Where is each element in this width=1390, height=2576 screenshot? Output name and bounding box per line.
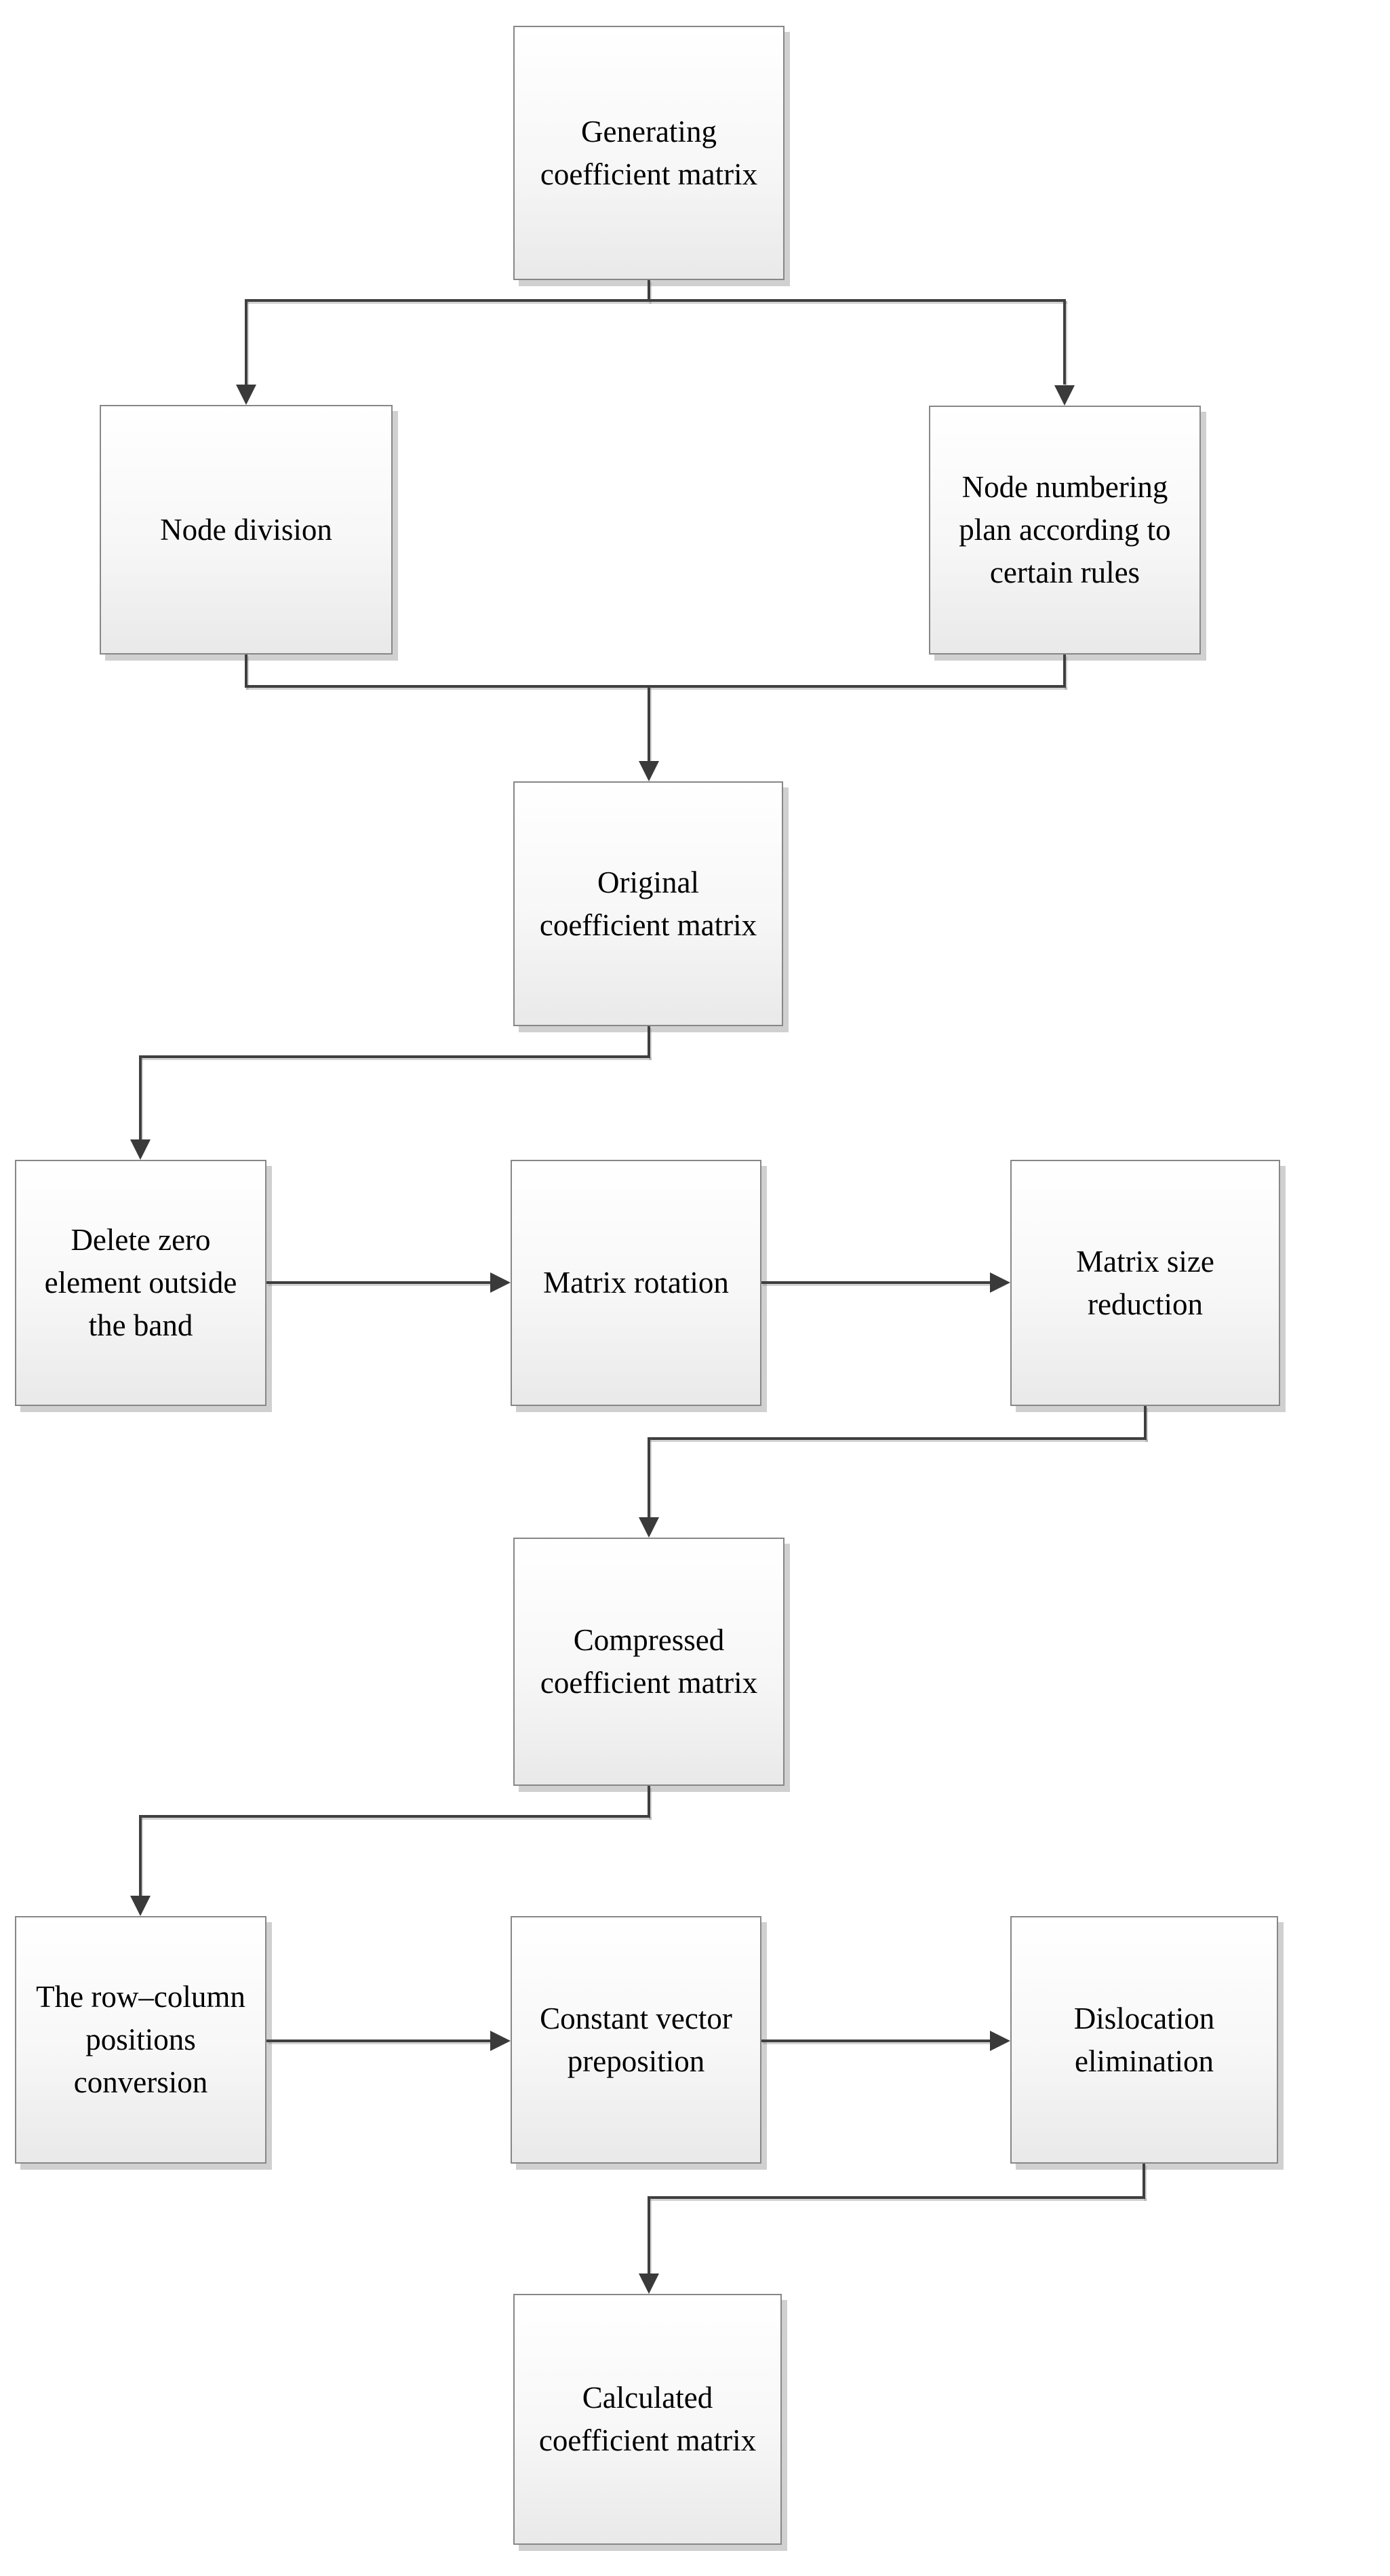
arrowhead-right-icon <box>490 2031 511 2051</box>
edge-segment <box>266 1281 492 1284</box>
arrowhead-down-icon <box>236 385 256 405</box>
node-row-column-positions-conversion: The row–column positions conversion <box>15 1916 266 2164</box>
node-matrix-size-reduction: Matrix size reduction <box>1010 1160 1280 1406</box>
edge-segment <box>139 1815 650 1818</box>
edge-segment <box>1144 1406 1147 1440</box>
edge-segment <box>139 1055 142 1139</box>
arrowhead-down-icon <box>639 2273 659 2294</box>
node-node-numbering-plan: Node numbering plan according to certain… <box>929 406 1201 655</box>
edge-segment <box>648 685 650 761</box>
node-label: Constant vector preposition <box>540 2001 732 2078</box>
node-original-coefficient-matrix: Original coefficient matrix <box>513 781 783 1026</box>
edge-segment <box>245 299 247 385</box>
node-label: Matrix size reduction <box>1076 1244 1214 1321</box>
edge-segment <box>139 1815 142 1896</box>
node-matrix-rotation: Matrix rotation <box>511 1160 761 1406</box>
arrowhead-down-icon <box>130 1139 151 1160</box>
node-compressed-coefficient-matrix: Compressed coefficient matrix <box>513 1538 785 1786</box>
edge-segment <box>761 2040 991 2042</box>
node-generating-coefficient-matrix: Generating coefficient matrix <box>513 26 785 280</box>
node-label: Calculated coefficient matrix <box>538 2381 757 2457</box>
arrowhead-down-icon <box>130 1896 151 1916</box>
edge-segment <box>648 1026 650 1058</box>
node-node-division: Node division <box>100 405 393 655</box>
node-label: Node division <box>160 512 332 547</box>
edge-segment <box>648 1786 650 1818</box>
edge-segment <box>648 1437 650 1517</box>
edge-segment <box>245 655 247 688</box>
node-dislocation-elimination: Dislocation elimination <box>1010 1916 1278 2164</box>
arrowhead-right-icon <box>990 1272 1010 1293</box>
arrowhead-down-icon <box>639 1517 659 1538</box>
node-delete-zero-element: Delete zero element outside the band <box>15 1160 266 1406</box>
edge-segment <box>648 1437 1147 1440</box>
node-label: Compressed coefficient matrix <box>540 1623 758 1700</box>
node-label: Original coefficient matrix <box>539 865 757 942</box>
arrowhead-down-icon <box>639 761 659 781</box>
edge-segment <box>761 1281 991 1284</box>
node-label: Matrix rotation <box>543 1266 729 1300</box>
arrowhead-down-icon <box>1054 385 1075 406</box>
edge-segment <box>139 1055 650 1058</box>
edge-segment <box>1143 2164 1145 2199</box>
arrowhead-right-icon <box>990 2031 1010 2051</box>
edge-segment <box>1063 655 1066 688</box>
node-label: Node numbering plan according to certain… <box>959 470 1171 589</box>
edge-segment <box>245 685 1066 688</box>
edge-segment <box>648 2196 650 2273</box>
edge-segment <box>1063 299 1066 385</box>
node-label: Dislocation elimination <box>1073 2001 1215 2078</box>
edge-segment <box>648 2196 1145 2199</box>
edge-segment <box>245 299 1066 302</box>
edge-segment <box>648 280 650 302</box>
arrowhead-right-icon <box>490 1272 511 1293</box>
node-calculated-coefficient-matrix: Calculated coefficient matrix <box>513 2294 782 2545</box>
edge-segment <box>266 2040 492 2042</box>
node-label: Delete zero element outside the band <box>44 1223 237 1342</box>
node-label: The row–column positions conversion <box>36 1980 245 2099</box>
node-label: Generating coefficient matrix <box>540 114 758 191</box>
node-constant-vector-preposition: Constant vector preposition <box>511 1916 761 2164</box>
